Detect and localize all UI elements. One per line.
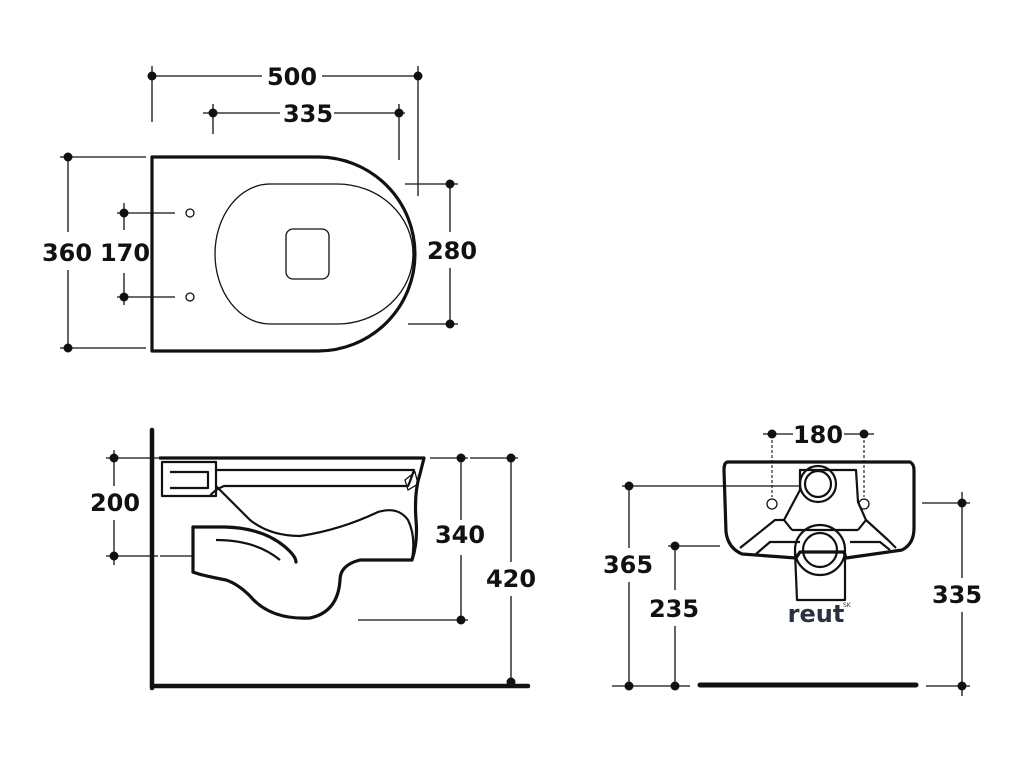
rear-view-outlet-inner	[801, 531, 839, 569]
rear-view: reut SK 180 365 235	[603, 421, 982, 696]
dimension-360-label: 360	[42, 239, 92, 267]
dimension-235-label: 235	[649, 595, 699, 623]
rear-view-inner-mid	[783, 519, 867, 532]
side-view-trap	[191, 525, 298, 574]
dimension-340: 340	[358, 453, 485, 625]
rear-view-outlet-outer	[793, 523, 847, 577]
side-view-inner-bowl	[215, 485, 415, 561]
side-view-rim-detail	[404, 470, 419, 491]
dimension-335-top-label: 335	[283, 100, 333, 128]
dimension-335-rear-label: 335	[932, 581, 982, 609]
dimension-200: 200	[90, 450, 158, 565]
brand-logo-superscript: SK	[843, 602, 852, 609]
top-view: 500 335 360	[42, 63, 477, 353]
rear-view-body	[722, 460, 916, 560]
rear-view-lower-link	[755, 540, 891, 555]
brand-logo: reut	[788, 600, 845, 628]
dimension-280-label: 280	[427, 237, 477, 265]
dimension-500-label: 500	[267, 63, 317, 91]
dimension-340-label: 340	[435, 521, 485, 549]
dimension-170-label: 170	[100, 239, 150, 267]
fixing-hole-lower	[185, 292, 195, 302]
dimension-365: 365	[603, 481, 800, 691]
dimension-180: 180	[763, 421, 874, 449]
rear-view-inlet-inner	[803, 469, 833, 499]
dimension-420: 420	[470, 453, 536, 687]
side-view-inner-rim	[209, 468, 416, 497]
side-view-bowl-body	[158, 456, 426, 620]
fixing-hole-upper	[185, 208, 195, 218]
side-view-trap-inner	[215, 538, 281, 561]
dimension-360: 360	[42, 152, 146, 353]
side-view: 200 340 420	[90, 427, 536, 691]
top-view-bowl	[214, 183, 414, 325]
dimension-365-label: 365	[603, 551, 653, 579]
top-view-outline	[150, 155, 417, 353]
dimension-200-label: 200	[90, 489, 140, 517]
dimension-180-label: 180	[793, 421, 843, 449]
top-view-drain	[285, 228, 330, 280]
rear-view-inner-left	[739, 468, 897, 549]
rear-view-outlet-pipe	[793, 551, 847, 602]
dimension-280: 280	[405, 179, 477, 329]
rear-view-inlet-outer	[798, 464, 838, 504]
bolt-hole-left	[766, 498, 778, 510]
dimension-500: 500	[147, 63, 423, 196]
dimension-170: 170	[100, 203, 175, 305]
dimension-335-rear: 335	[922, 492, 982, 696]
bolt-hole-right	[858, 498, 870, 510]
dimension-335-top: 335	[203, 100, 405, 160]
side-view-seat-block	[160, 460, 218, 498]
dimension-235: 235	[612, 541, 720, 691]
dimension-420-label: 420	[486, 565, 536, 593]
